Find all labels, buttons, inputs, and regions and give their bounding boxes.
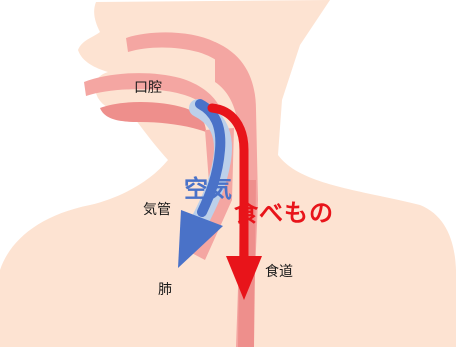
label-air: 空気 xyxy=(184,177,232,201)
label-esophagus: 食道 xyxy=(265,265,293,279)
label-trachea: 気管 xyxy=(143,203,171,217)
label-oral-cavity: 口腔 xyxy=(134,81,162,95)
label-food: 食べもの xyxy=(234,201,334,225)
label-lung: 肺 xyxy=(158,283,172,297)
